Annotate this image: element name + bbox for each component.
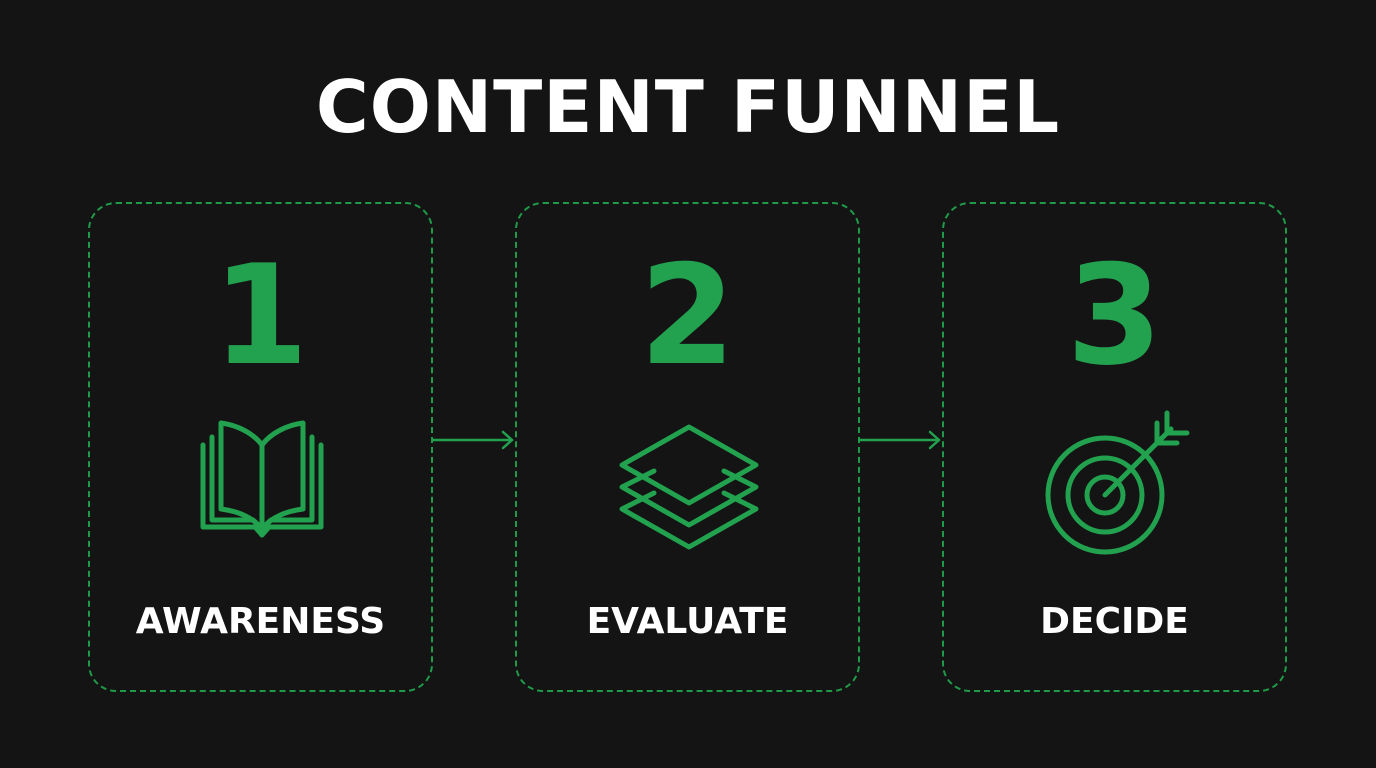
step-number: 3 [1066,235,1163,396]
arrow-right-icon [859,428,943,452]
open-book-icon [187,409,337,559]
step-label: EVALUATE [586,601,789,642]
layers-icon [614,409,764,559]
arrow-right-icon [432,428,516,452]
step-number: 1 [212,235,309,396]
step-label: DECIDE [1040,601,1189,642]
step-card-evaluate: 2 EVALUATE [515,202,860,692]
page-title: CONTENT FUNNEL [315,65,1061,149]
step-card-awareness: 1 AWARENESS [88,202,433,692]
step-card-decide: 3 DECIDE [942,202,1287,692]
step-label: AWARENESS [135,601,386,642]
step-number: 2 [639,235,736,396]
target-arrow-icon [1041,409,1191,559]
